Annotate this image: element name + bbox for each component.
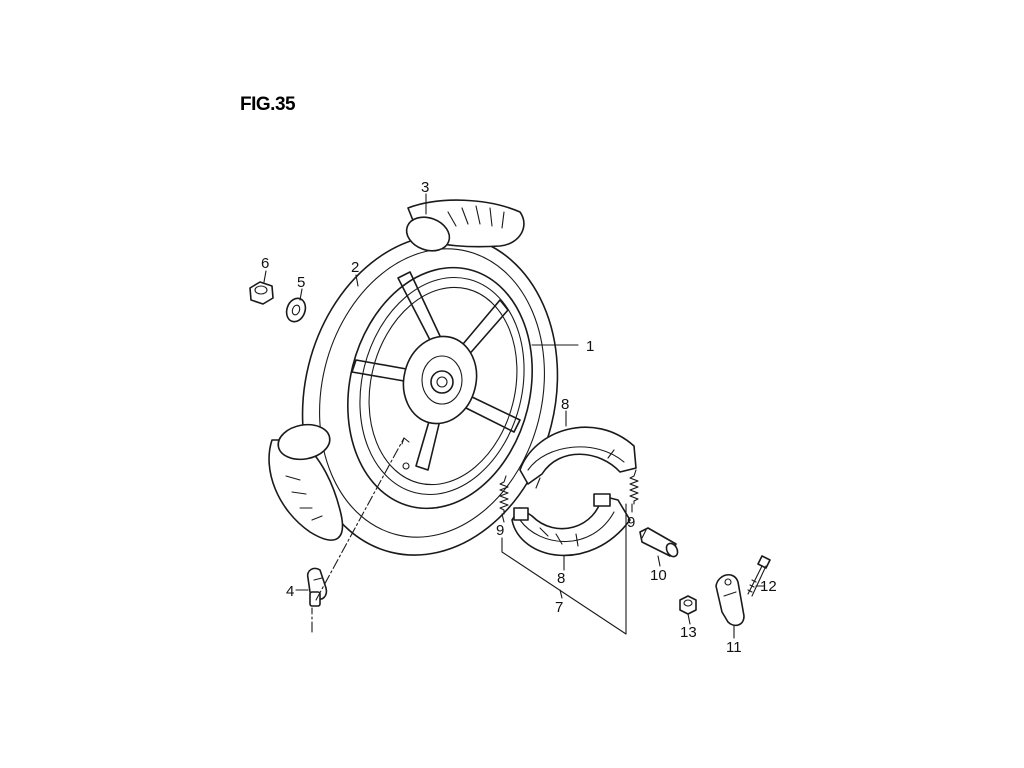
cam-shaft-part-10 bbox=[639, 527, 679, 558]
callout-4: 4 bbox=[286, 583, 294, 600]
callout-11: 11 bbox=[726, 639, 742, 656]
washer-part-5 bbox=[285, 297, 307, 323]
leader-lines bbox=[263, 193, 765, 639]
callout-13: 13 bbox=[680, 624, 697, 641]
spring-part-9-right bbox=[629, 469, 639, 505]
callout-12: 12 bbox=[760, 578, 777, 595]
brake-arm-part-11 bbox=[715, 574, 745, 627]
assembly-centerline bbox=[311, 437, 405, 633]
callout-3: 3 bbox=[421, 179, 429, 196]
callout-10: 10 bbox=[650, 567, 667, 584]
brake-shoe-upper bbox=[519, 426, 637, 489]
callout-8-lower: 8 bbox=[557, 570, 565, 587]
bolt-part-12 bbox=[747, 555, 771, 597]
brake-shoe-lower bbox=[511, 493, 631, 557]
figure-title: FIG.35 bbox=[240, 94, 296, 115]
nut-part-6 bbox=[249, 281, 274, 305]
callout-8-upper: 8 bbox=[561, 396, 569, 413]
nut-part-13 bbox=[679, 595, 697, 615]
valve-part-4 bbox=[306, 567, 328, 607]
spring-part-9-left bbox=[499, 475, 509, 515]
wheel-rim-part bbox=[347, 266, 533, 510]
callout-9-left: 9 bbox=[496, 522, 504, 539]
callout-6: 6 bbox=[261, 255, 269, 272]
callout-1: 1 bbox=[586, 338, 594, 355]
callout-5: 5 bbox=[297, 274, 305, 291]
callout-9-right: 9 bbox=[627, 514, 635, 531]
callout-2: 2 bbox=[351, 259, 359, 276]
callout-7: 7 bbox=[555, 599, 563, 616]
